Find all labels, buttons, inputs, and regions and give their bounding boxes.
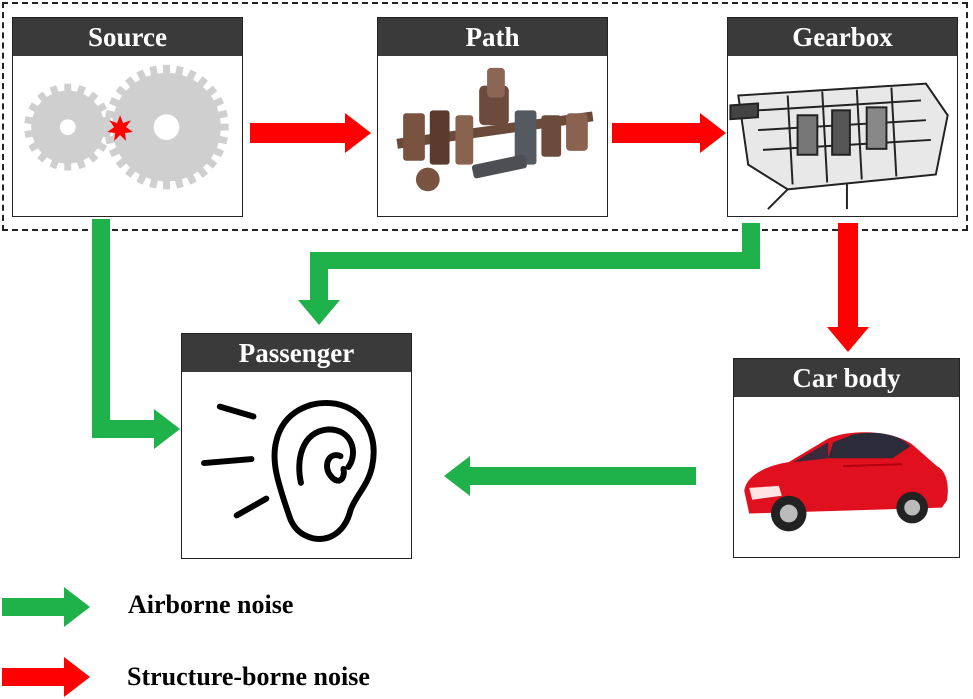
passenger-title: Passenger bbox=[182, 334, 411, 372]
gear-tooth bbox=[174, 65, 184, 77]
path-title: Path bbox=[378, 18, 607, 56]
gear-tooth bbox=[108, 146, 121, 158]
gear-tooth bbox=[24, 129, 35, 139]
gear-tooth bbox=[136, 172, 147, 185]
gear-tooth bbox=[105, 109, 117, 119]
gear-pair-icon bbox=[13, 56, 242, 216]
passenger-node: Passenger bbox=[181, 333, 412, 559]
noise-source-group-boundary bbox=[2, 2, 968, 231]
path-node: Path bbox=[377, 17, 608, 217]
airborne-arrow-gearbox-to-passenger bbox=[298, 223, 760, 325]
car-body-title: Car body bbox=[734, 359, 959, 397]
gear-tooth bbox=[149, 177, 159, 189]
gear-tooth bbox=[163, 64, 170, 75]
gear-tooth bbox=[186, 172, 197, 185]
airborne-arrow-car-body-to-passenger bbox=[444, 456, 696, 496]
gearbox-title: Gearbox bbox=[728, 18, 957, 56]
gear-tooth bbox=[216, 109, 228, 119]
gear-tooth bbox=[37, 91, 49, 103]
gear-tooth bbox=[115, 85, 128, 98]
gear-tooth bbox=[76, 158, 86, 170]
structure-arrow-path-to-gearbox bbox=[612, 113, 726, 153]
legend-airborne-arrow bbox=[2, 587, 90, 627]
gear-tooth bbox=[87, 91, 99, 103]
gear-tooth bbox=[104, 123, 115, 131]
gear-tooth bbox=[212, 146, 225, 158]
gear-tooth bbox=[149, 65, 159, 77]
gear-tooth bbox=[108, 96, 121, 108]
gear-tooth bbox=[115, 157, 128, 169]
gear-tooth bbox=[87, 151, 99, 163]
gear-tooth bbox=[95, 102, 108, 113]
ear-icon bbox=[182, 372, 411, 558]
gear-tooth bbox=[101, 116, 112, 125]
gear-tooth bbox=[76, 85, 86, 96]
gear-tooth bbox=[186, 69, 197, 82]
gear-tooth bbox=[49, 85, 60, 96]
gear-tooth bbox=[218, 123, 229, 131]
gear-tooth bbox=[205, 85, 218, 98]
gear-tooth bbox=[125, 76, 137, 89]
structure-arrow-source-to-path bbox=[250, 113, 371, 153]
gear-tooth bbox=[28, 141, 40, 152]
structure-arrow-gearbox-to-car-body bbox=[827, 223, 869, 352]
gear-tooth bbox=[28, 102, 40, 113]
shaft-assembly-image bbox=[378, 56, 607, 216]
car-body-node: Car body bbox=[733, 358, 960, 558]
gear-tooth bbox=[196, 76, 209, 89]
gear-tooth bbox=[196, 165, 209, 178]
red-car-image bbox=[734, 397, 959, 557]
gear-tooth bbox=[64, 83, 72, 93]
gear-tooth bbox=[205, 157, 218, 169]
contact-spark-icon bbox=[107, 115, 133, 141]
source-node: Source bbox=[12, 17, 243, 217]
gear-tooth bbox=[174, 177, 184, 189]
gear-tooth bbox=[95, 141, 108, 152]
gear-tooth bbox=[64, 161, 72, 171]
gear-tooth bbox=[212, 96, 225, 108]
source-title: Source bbox=[13, 18, 242, 56]
gearbox-cutaway-image bbox=[728, 56, 957, 216]
gear-tooth bbox=[49, 158, 60, 170]
gear-tooth bbox=[216, 135, 228, 145]
legend-airborne-label: Airborne noise bbox=[128, 590, 294, 619]
gear-tooth bbox=[125, 165, 137, 178]
airborne-arrow-source-to-passenger bbox=[92, 219, 180, 449]
legend-structure-arrow bbox=[2, 657, 90, 697]
gearbox-node: Gearbox bbox=[727, 17, 958, 217]
gear-tooth bbox=[163, 179, 170, 190]
gear-tooth bbox=[105, 135, 117, 145]
legend-structure-label: Structure-borne noise bbox=[127, 662, 370, 691]
gear-tooth bbox=[37, 151, 49, 163]
gear-tooth bbox=[24, 116, 35, 125]
gear-tooth bbox=[136, 69, 147, 82]
